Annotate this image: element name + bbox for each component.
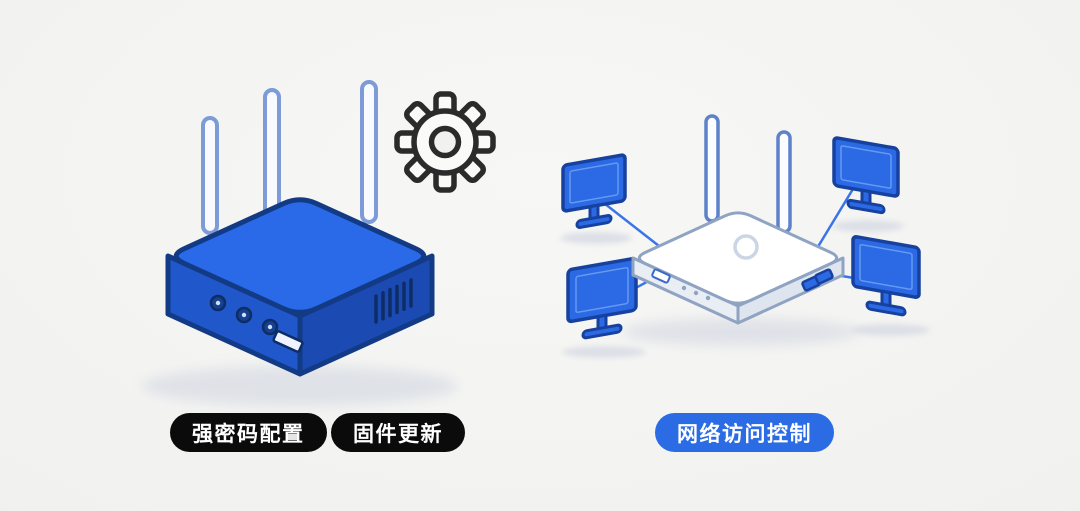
antenna-icon [776,130,792,234]
usb-port-icon [272,330,304,353]
monitor-shadow [850,324,930,336]
connection-line [814,183,858,251]
monitor-icon [561,153,627,229]
label-strong-password: 强密码配置 [170,413,327,452]
indicator-dots [681,285,711,301]
router-ports [209,294,304,353]
white-router-top-face [637,211,839,305]
monitor-icon [566,256,638,340]
antenna-icon [263,88,281,222]
monitor-shadow [832,220,904,232]
router-shadow [142,366,458,406]
secure-router-illustration [142,80,496,406]
gear-icon [394,91,496,193]
monitor-icon [851,235,921,317]
router-shadow [622,318,858,346]
network-router-illustration [560,114,930,358]
router-ring [733,234,759,260]
usb-port-icon [651,268,671,284]
antenna-icon [360,80,378,224]
monitor-icon [832,136,900,215]
router-top-face [173,197,427,315]
label-firmware-update: 固件更新 [331,413,465,452]
monitor-shadow [562,346,646,358]
connection-line [599,199,669,254]
label-network-access-control: 网络访问控制 [655,413,834,452]
antenna-icon [201,116,219,235]
vent-icon [374,278,413,324]
antenna-icon [704,114,720,223]
ethernet-plug-icon [801,268,834,292]
monitor-shadow [560,232,632,244]
